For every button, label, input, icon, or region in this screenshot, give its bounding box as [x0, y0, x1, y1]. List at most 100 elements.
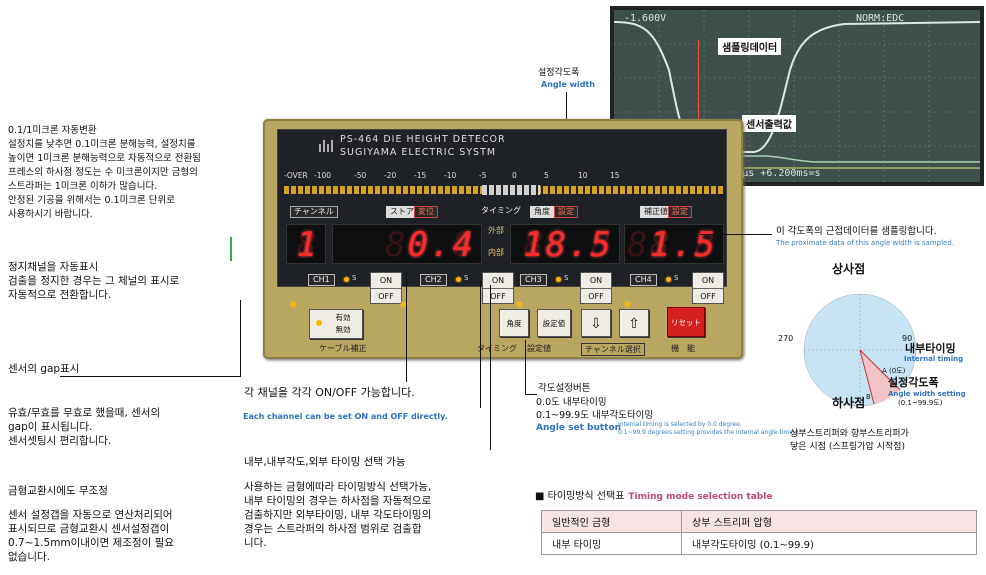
table-row: 내부 타이밍 내부각도타이밍 (0.1~99.9): [541, 532, 977, 555]
ch4-label: CH4: [630, 274, 657, 286]
angle-width-title: 설정각도폭: [538, 68, 580, 78]
angle-button-l2: 0.1~99.9도 내부각도타이밍: [536, 410, 654, 421]
correction-setting-label: 設定: [668, 206, 692, 218]
display-faceplate: PS-464 DIE HEIGHT DETECOR SUGIYAMA ELECT…: [277, 129, 727, 304]
on-label: ON: [589, 276, 603, 285]
nearest-data-note: 이 각도폭의 근접데이터를 샘플링합니다.: [776, 226, 937, 237]
valid-leader: [240, 300, 241, 350]
ch1-s: S: [352, 274, 357, 282]
deg-90: 90: [902, 334, 913, 343]
arrow-up-icon: ⇧: [628, 316, 640, 332]
scale-tick: 5: [544, 171, 549, 180]
angle-setting-label: 設定: [554, 206, 578, 218]
die-height-detector-panel: PS-464 DIE HEIGHT DETECOR SUGIYAMA ELECT…: [263, 119, 743, 359]
ch3-t-led: [517, 302, 522, 307]
off-label: OFF: [483, 288, 513, 304]
valid-led: [316, 320, 322, 326]
on-label: ON: [379, 276, 393, 285]
angle-button-en-sub: Internal timing is selected by 0.0 degre…: [618, 421, 801, 436]
model-name: PS-464 DIE HEIGHT DETECOR: [340, 134, 506, 145]
set-value-button[interactable]: 設定値: [537, 309, 571, 337]
deg-270: 270: [778, 334, 794, 343]
ch3-s: S: [564, 274, 569, 282]
angle-button-leader: [525, 340, 526, 395]
scale-tick: -15: [414, 171, 427, 180]
sugiyama-logo-icon: [319, 140, 333, 152]
external-indicator: 外部: [488, 226, 504, 235]
gap-leader: [60, 376, 240, 377]
internal-timing-en: Internal timing: [904, 355, 964, 363]
timing-panel-label: タイミング: [477, 344, 517, 353]
angle-width-segment: [860, 350, 900, 404]
channel-label: チャンネル: [290, 206, 338, 218]
ch2-t-led: [401, 302, 406, 307]
ch3-s-led: [556, 277, 561, 282]
timing-select-body: 사용하는 금형에따라 타이밍방식 선택가능, 내부 타이밍의 경우는 하사점을 …: [244, 481, 432, 549]
angle-label: 角度: [530, 206, 554, 218]
timing-label: タイミング: [481, 206, 521, 215]
nearest-data-leader: [700, 234, 772, 235]
valid-label: 有効: [335, 313, 351, 322]
displacement-value: 0.4: [407, 225, 475, 264]
off-label: OFF: [693, 288, 723, 304]
each-channel-onoff-en: Each channel can be set ON and OFF direc…: [243, 412, 448, 421]
ch2-s-led: [456, 277, 461, 282]
scope-mode: NORM:EDC: [856, 13, 905, 24]
timing-pie-diagram: [803, 293, 917, 407]
angle-setting-ko: 설정각도폭: [888, 376, 939, 389]
scale-tick: -50: [354, 171, 367, 180]
channel-down-button[interactable]: ⇩: [581, 309, 611, 337]
angle-button-en: Angle set button: [536, 423, 622, 433]
internal-indicator: 内部: [488, 248, 504, 257]
timing-select-title: 내부,내부각도,외부 타이밍 선택 가능: [244, 456, 406, 468]
angle-button-title: 각도설정버튼: [538, 383, 591, 394]
table-cell: 내부각도타이밍 (0.1~99.9): [681, 532, 977, 555]
valid-invalid-note: 유효/무효를 무효로 했을때, 센서의 gap이 표시됩니다. 센서셋팅시 편리…: [8, 407, 161, 447]
ch4-onoff-button[interactable]: ON OFF: [692, 272, 724, 304]
scope-timebase: 50.00mV 5.00μs +6.200ms=s: [670, 168, 821, 179]
table-cell: 내부 타이밍: [541, 532, 682, 555]
ch1-label: CH1: [308, 274, 335, 286]
deviation-bargraph: [284, 185, 724, 195]
onoff-leader-2: [480, 280, 481, 408]
nearest-data-en: The proximate data of this angle width i…: [776, 239, 955, 247]
arrow-down-icon: ⇩: [590, 316, 602, 332]
cable-correction-label: ケーブル補正: [319, 344, 367, 353]
ch2-onoff-button[interactable]: ON OFF: [482, 272, 514, 304]
angle-width-subtitle: Angle width: [541, 80, 595, 89]
valid-invalid-button[interactable]: 有効 無効: [309, 309, 363, 339]
top-dead-center: 상사점: [832, 262, 866, 276]
ch4-s-led: [666, 277, 671, 282]
ch2-s: S: [464, 274, 469, 282]
scale-tick: -OVER: [284, 171, 308, 180]
on-label: ON: [701, 276, 715, 285]
mold-change-body: 센서 설정갭을 자동으로 연산처리되어 표시되므로 금형교환시 센서설정갭이 0…: [8, 509, 174, 563]
b-label: B: [866, 393, 871, 401]
table-cell: 일반적인 금형: [541, 510, 682, 533]
set-value-panel-label: 設定値: [527, 344, 551, 353]
ch2-label: CH2: [420, 274, 447, 286]
correction-value: 1.5: [649, 225, 717, 264]
on-label: ON: [491, 276, 505, 285]
scale-tick: -100: [314, 171, 332, 180]
channel-up-button[interactable]: ⇧: [619, 309, 649, 337]
sampling-data-badge: 샘플링데이터: [718, 38, 782, 55]
angle-button-l1: 0.0도 내부타이밍: [536, 397, 607, 408]
onoff-leader: [406, 270, 407, 382]
each-channel-onoff-note: 각 채널을 각각 ON/OFF 가능합니다.: [244, 386, 415, 399]
angle-button[interactable]: 角度: [499, 309, 529, 337]
invalid-label: 無効: [335, 325, 351, 334]
scope-voltage: -1.600V: [624, 13, 667, 24]
reset-button[interactable]: リセット: [667, 307, 705, 337]
channel-select-label: チャンネル選択: [581, 343, 645, 356]
scale-tick: -10: [444, 171, 457, 180]
ch1-t-led: [291, 302, 296, 307]
ch1-onoff-button[interactable]: ON OFF: [370, 272, 402, 304]
off-label: OFF: [371, 288, 401, 304]
function-label: 機 能: [671, 344, 695, 353]
maker-name: SUGIYAMA ELECTRIC SYSTM: [340, 147, 497, 158]
